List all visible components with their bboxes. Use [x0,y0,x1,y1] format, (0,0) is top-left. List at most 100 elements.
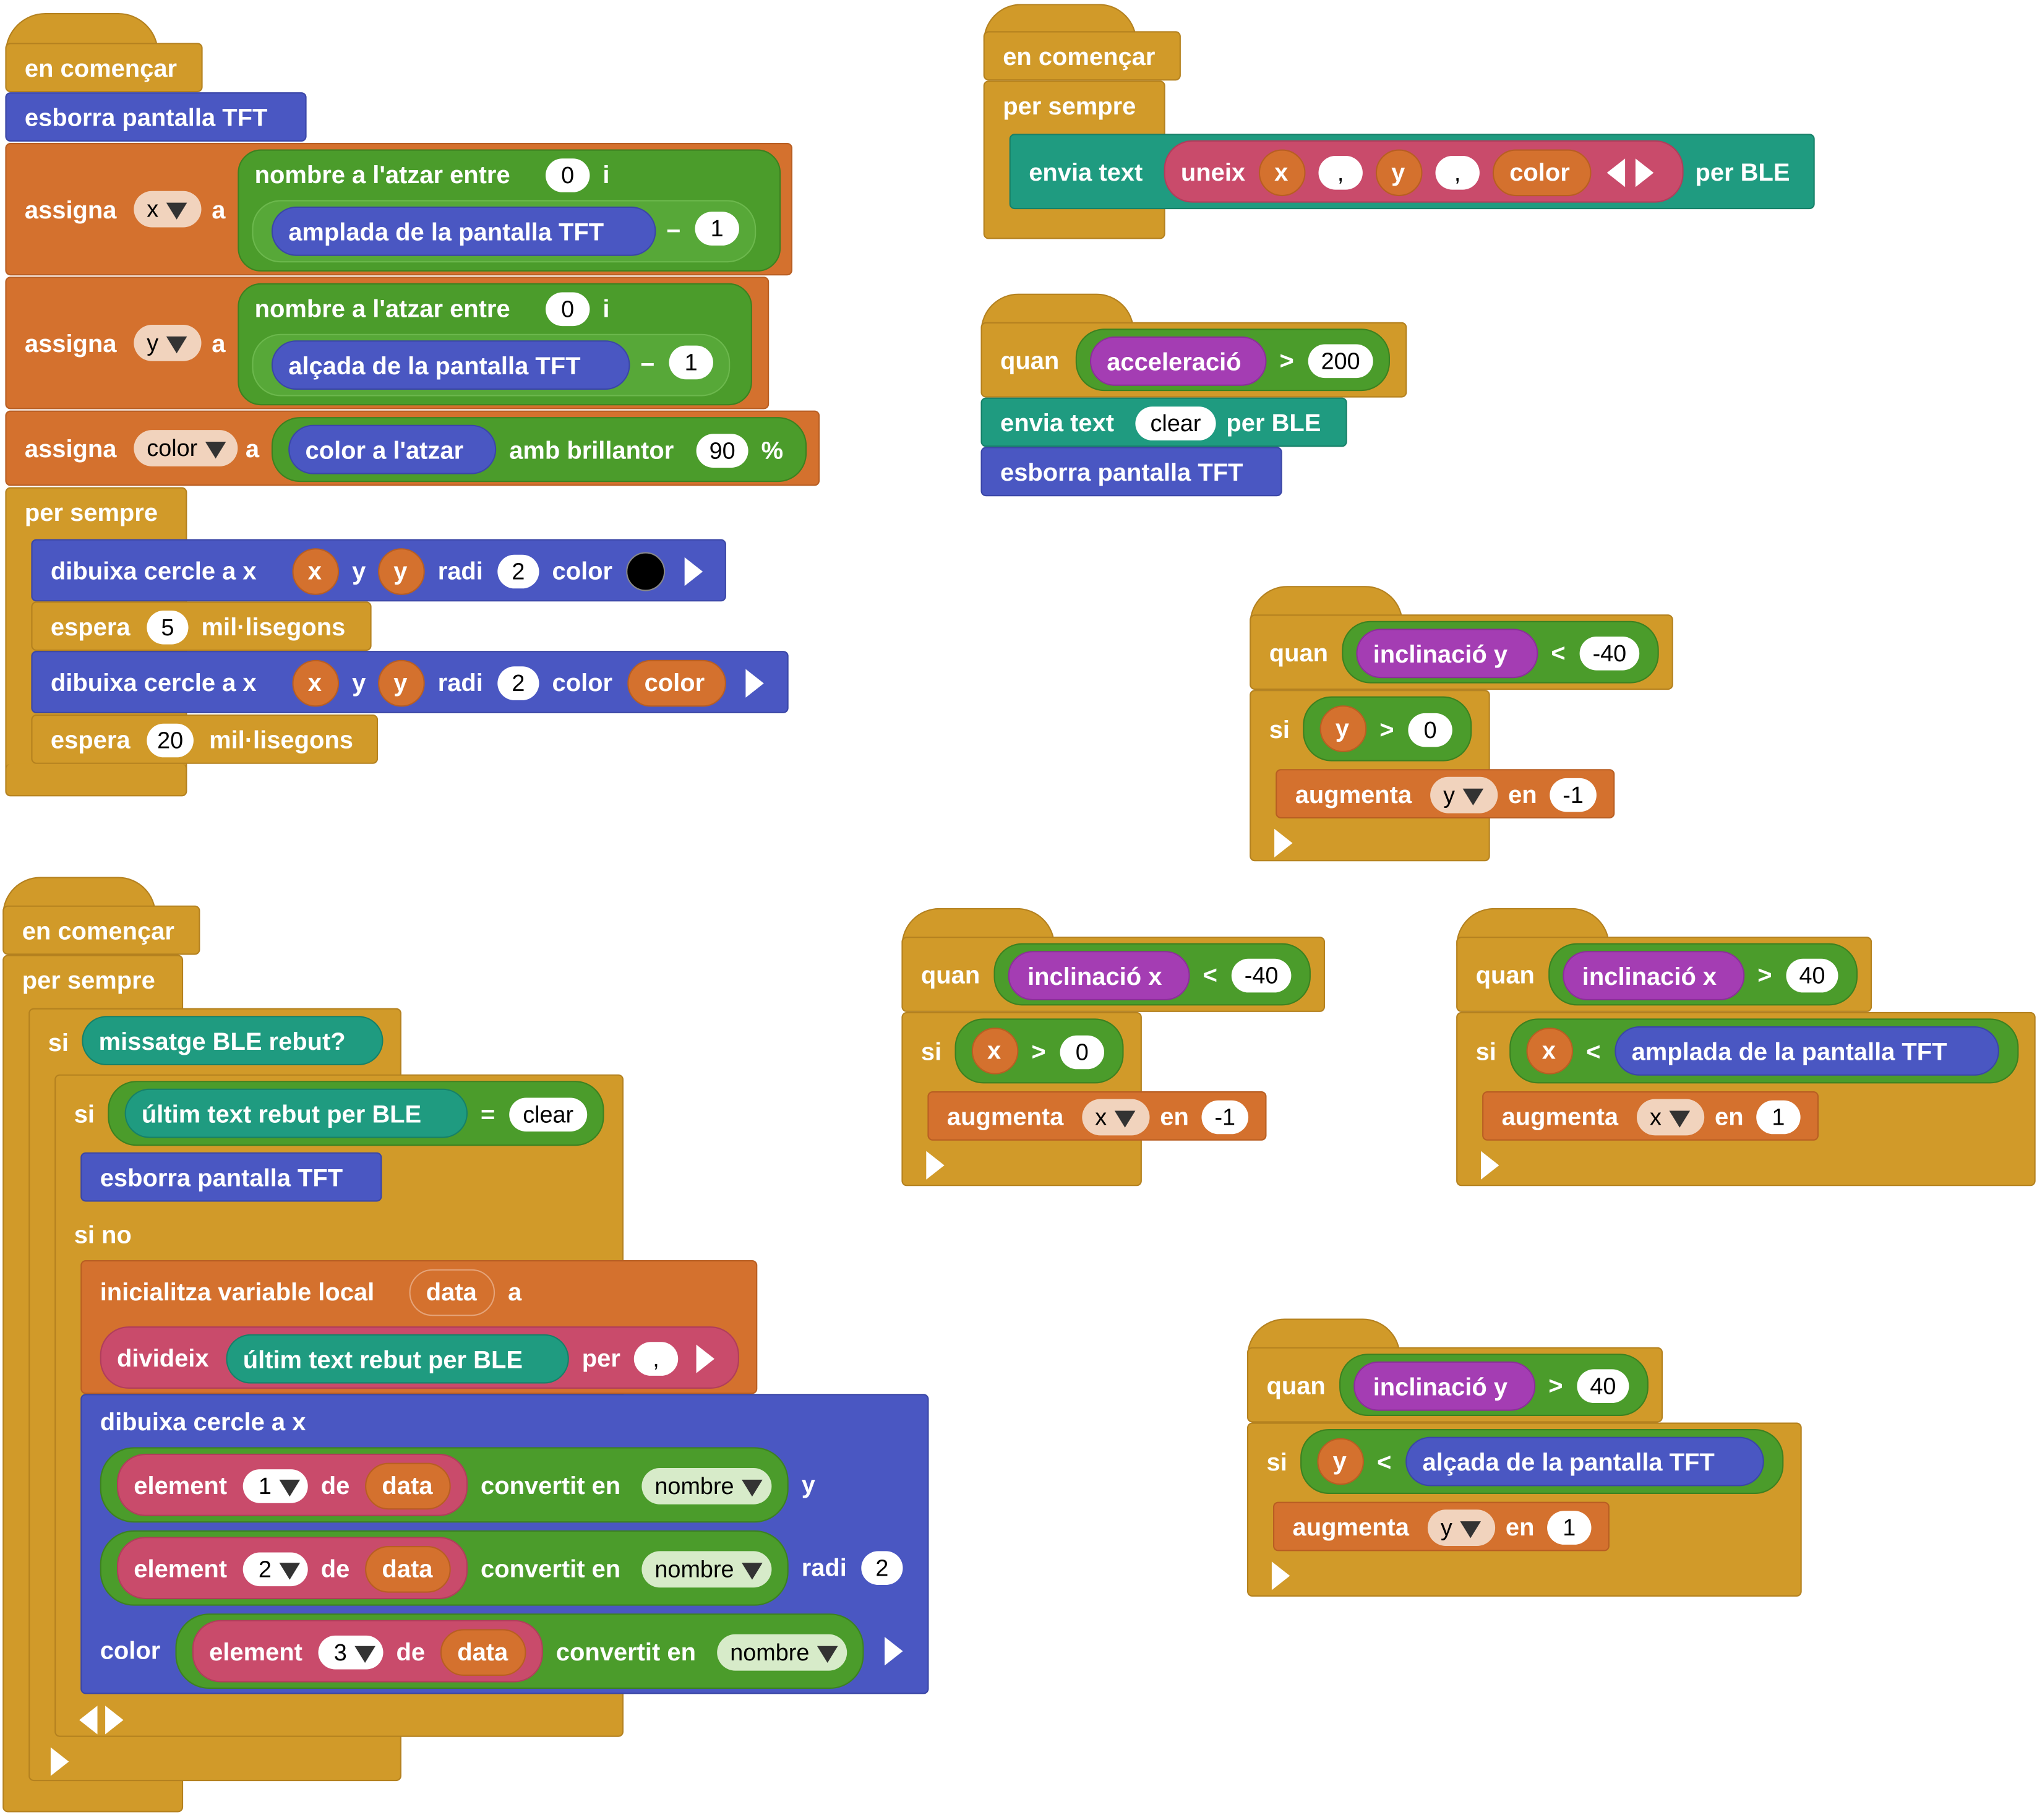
draw-circle-block[interactable]: dibuixa cercle a x x y y radi 2 color co… [31,651,789,713]
last-ble-text-block[interactable]: últim text rebut per BLE [226,1334,569,1384]
number-field[interactable]: -40 [1579,637,1640,671]
when-block[interactable]: quan inclinació y > 40 [1246,1347,1663,1423]
number-field[interactable]: 0 [1408,713,1452,747]
number-field[interactable]: -40 [1231,958,1292,993]
compare-block[interactable]: inclinació x < -40 [993,943,1311,1006]
expand-icon[interactable] [50,1747,69,1776]
color-swatch[interactable] [626,552,666,591]
on-start-block[interactable]: en començar [2,905,200,955]
split-block[interactable]: divideix últim text rebut per BLE per , [100,1326,739,1389]
number-field[interactable]: 20 [147,723,194,758]
init-local-var-block[interactable]: inicialitza variable local data a divide… [80,1260,758,1394]
compare-block[interactable]: acceleració > 200 [1075,328,1390,392]
set-y-block[interactable]: assigna y a nombre a l'atzar entre 0 i a… [5,277,770,410]
send-text-ble-block[interactable]: envia text uneix x , y , color per BLE [1009,134,1815,210]
expand-icon[interactable] [1481,1151,1499,1180]
if-block[interactable]: si x < amplada de la pantalla TFT [1456,1011,2036,1187]
variable-dropdown[interactable]: y [1427,1509,1496,1546]
expand-icon[interactable] [684,557,703,586]
set-color-block[interactable]: assigna color a color a l'atzar amb bril… [5,410,820,486]
text-field[interactable]: , [1435,155,1480,190]
number-field[interactable]: 1 [669,345,713,380]
text-field[interactable]: , [1318,155,1363,190]
tilt-x-block[interactable]: inclinació x [1008,951,1190,1000]
expand-icon[interactable] [1274,828,1293,857]
set-x-block[interactable]: assigna x a nombre a l'atzar entre 0 i a… [5,142,792,276]
var-x[interactable]: x [1258,149,1306,197]
change-x-block[interactable]: augmenta x en 1 [1482,1091,1819,1141]
variable-dropdown[interactable]: y [1430,776,1498,813]
convert-block[interactable]: element 1 de data convertit en nombre [100,1447,789,1523]
text-field[interactable]: , [633,1342,679,1376]
collapse-icon[interactable] [1606,158,1626,187]
number-field[interactable]: -1 [1550,778,1597,812]
var-data[interactable]: data [365,1462,451,1510]
list-element-block[interactable]: element 1 de data [116,1453,468,1516]
expand-icon[interactable] [105,1706,124,1735]
change-x-block[interactable]: augmenta x en -1 [927,1091,1267,1141]
expand-icon[interactable] [1635,158,1654,187]
local-var-name[interactable]: data [409,1269,495,1316]
number-field[interactable]: 2 [497,554,539,589]
tilt-y-block[interactable]: inclinació y [1353,1361,1536,1411]
var-x[interactable]: x [292,548,340,595]
wait-block[interactable]: espera 20 mil·lisegons [31,715,379,764]
text-field[interactable]: clear [509,1097,588,1132]
draw-circle-block[interactable]: dibuixa cercle a x element 1 de data con… [80,1394,929,1694]
variable-dropdown[interactable]: color [134,430,238,466]
wait-block[interactable]: espera 5 mil·lisegons [31,601,372,651]
compare-block[interactable]: x < amplada de la pantalla TFT [1509,1018,2019,1084]
number-field[interactable]: 1 [1547,1511,1592,1545]
clear-screen-block[interactable]: esborra pantalla TFT [5,92,307,142]
compare-block[interactable]: inclinació y < -40 [1342,620,1659,684]
clear-screen-block[interactable]: esborra pantalla TFT [80,1152,382,1202]
var-x[interactable]: x [1526,1028,1574,1075]
change-y-block[interactable]: augmenta y en -1 [1276,769,1615,818]
var-x[interactable]: x [292,659,340,707]
expand-icon[interactable] [1271,1561,1290,1590]
var-y[interactable]: y [1375,149,1423,197]
when-block[interactable]: quan inclinació y < -40 [1250,614,1673,690]
index-dropdown[interactable]: 2 [242,1552,308,1587]
last-ble-text-block[interactable]: últim text rebut per BLE [124,1088,468,1138]
var-data[interactable]: data [440,1629,526,1676]
number-field[interactable]: -1 [1201,1100,1249,1135]
var-y[interactable]: y [1319,705,1367,752]
collapse-icon[interactable] [79,1706,98,1735]
variable-dropdown[interactable]: y [134,325,202,361]
var-color[interactable]: color [627,659,726,707]
minus-block[interactable]: amplada de la pantalla TFT − 1 [252,200,757,263]
var-data[interactable]: data [365,1546,451,1593]
type-dropdown[interactable]: nombre [641,1551,772,1588]
var-x[interactable]: x [971,1028,1019,1075]
screen-width-block[interactable]: amplada de la pantalla TFT [1615,1026,1999,1076]
expand-icon[interactable] [926,1151,945,1180]
random-color-block[interactable]: color a l'atzar amb brillantor 90 % [271,417,807,483]
join-block[interactable]: uneix x , y , color [1164,140,1684,203]
when-block[interactable]: quan acceleració > 200 [980,322,1407,398]
index-dropdown[interactable]: 3 [318,1635,384,1670]
expand-icon[interactable] [885,1637,903,1666]
number-field[interactable]: 0 [545,292,590,327]
random-between-block[interactable]: nombre a l'atzar entre 0 i amplada de la… [238,149,781,272]
on-start-block[interactable]: en començar [983,31,1181,81]
type-dropdown[interactable]: nombre [641,1468,772,1505]
variable-dropdown[interactable]: x [1637,1099,1705,1136]
number-field[interactable]: 40 [1577,1369,1629,1403]
color-random-block[interactable]: color a l'atzar [288,424,497,474]
list-element-block[interactable]: element 2 de data [116,1537,468,1600]
number-field[interactable]: 90 [696,434,748,468]
clear-screen-block[interactable]: esborra pantalla TFT [980,447,1282,497]
minus-block[interactable]: alçada de la pantalla TFT − 1 [252,333,731,397]
number-field[interactable]: 5 [147,610,189,645]
when-block[interactable]: quan inclinació x < -40 [901,937,1325,1012]
number-field[interactable]: 0 [1060,1035,1104,1070]
send-text-ble-block[interactable]: envia text clear per BLE [980,397,1347,447]
index-dropdown[interactable]: 1 [242,1469,308,1503]
compare-block[interactable]: últim text rebut per BLE = clear [108,1081,604,1146]
expand-icon[interactable] [745,669,764,698]
number-field[interactable]: 2 [861,1551,903,1585]
random-between-block[interactable]: nombre a l'atzar entre 0 i alçada de la … [238,283,752,406]
change-y-block[interactable]: augmenta y en 1 [1273,1501,1610,1552]
var-y[interactable]: y [378,659,425,707]
